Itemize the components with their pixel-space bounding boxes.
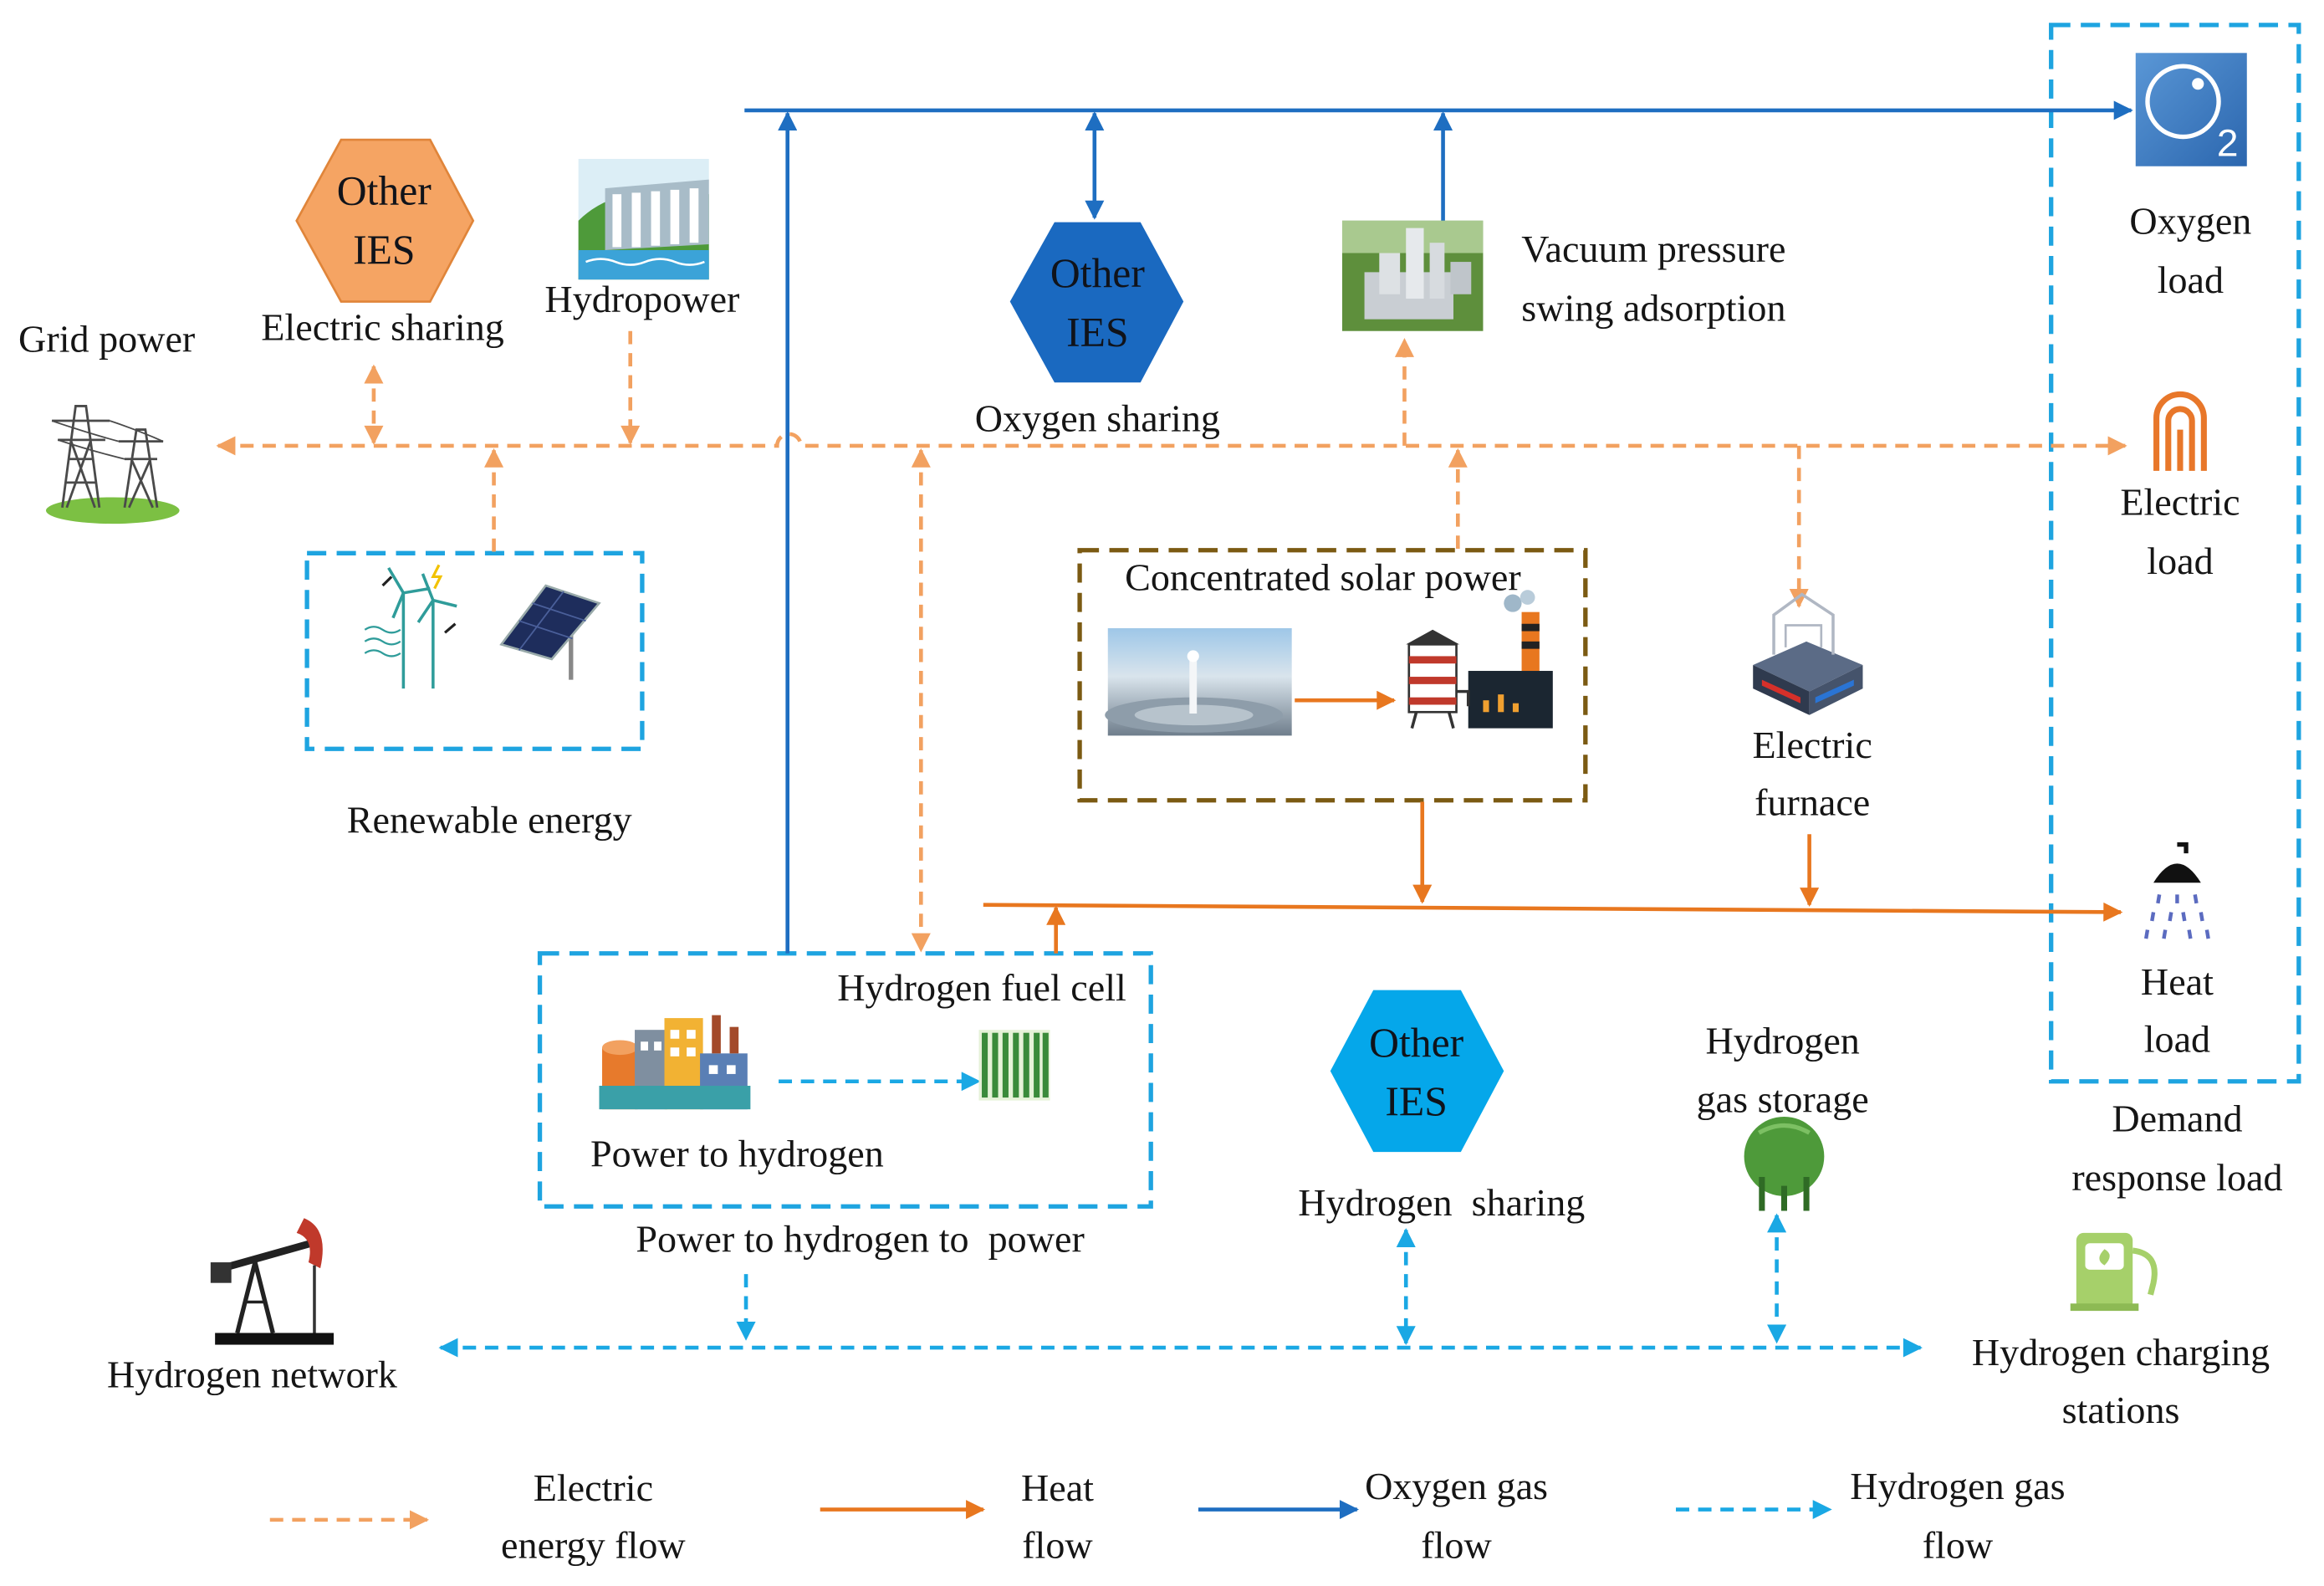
legend-item-heat: Heat flow <box>820 1466 1094 1567</box>
heat-bus-line <box>983 902 2123 922</box>
csp-label: Concentrated solar power <box>1125 555 1521 598</box>
power-block-icon <box>1406 590 1553 729</box>
dam-icon <box>578 158 709 280</box>
electric-furnace-label-line2: furnace <box>1754 781 1870 824</box>
hex-line-2: IES <box>1385 1078 1447 1124</box>
hydrogen-storage-label-line1: Hydrogen <box>1706 1019 1860 1062</box>
legend-label-line2: flow <box>1022 1524 1093 1567</box>
hex-line-2: IES <box>353 227 415 273</box>
furnace-icon <box>1753 592 1863 715</box>
pump-jack-icon <box>210 1218 335 1345</box>
wind-turbine-icon <box>364 564 457 689</box>
charging-station-icon <box>2070 1232 2158 1312</box>
power-to-hydrogen-to-power-box <box>537 951 1153 1209</box>
industrial-plant-icon <box>1341 220 1484 331</box>
legend-label-line2: flow <box>1421 1524 1492 1567</box>
oxygen-sharing-caption: Oxygen sharing <box>975 397 1220 440</box>
power-to-hydrogen-to-power-label: Power to hydrogen to power <box>636 1218 1084 1261</box>
heat-load-label-line1: Heat <box>2141 960 2214 1003</box>
oxygen-load-label-line2: load <box>2158 258 2224 301</box>
legend-label-line1: Oxygen gas <box>1365 1465 1548 1507</box>
filament-icon <box>2153 391 2207 471</box>
electric-bus-line <box>216 432 2127 456</box>
hydrogen-flows <box>438 1072 1923 1358</box>
demand-response-label-line1: Demand <box>2112 1097 2242 1140</box>
fuel-cell-stack-icon <box>978 1030 1050 1101</box>
legend-label-line2: energy flow <box>501 1524 686 1567</box>
legend-item-oxygen: Oxygen gas flow <box>1198 1465 1548 1567</box>
hydrogen-storage-label-line2: gas storage <box>1697 1078 1869 1121</box>
factory-icon <box>599 1015 751 1110</box>
hex-line-1: Other <box>1369 1020 1464 1066</box>
hydrogen-charging-label-line2: stations <box>2062 1389 2180 1431</box>
hexagon-orange <box>295 138 475 303</box>
storage-tank-icon <box>1744 1116 1825 1211</box>
legend-item-electric: Electric energy flow <box>269 1466 686 1567</box>
oxygen-load-label-line1: Oxygen <box>2129 200 2251 243</box>
hydrogen-sharing-caption: Hydrogen sharing <box>1298 1181 1585 1224</box>
hex-line-1: Other <box>337 168 432 214</box>
other-ies-oxygen-node: Other IES <box>1009 222 1184 383</box>
legend-item-hydrogen: Hydrogen gas flow <box>1676 1465 2066 1567</box>
electric-load-label-line2: load <box>2147 540 2213 582</box>
grid-power-label: Grid power <box>18 318 195 361</box>
hydrogen-charging-label-line1: Hydrogen charging <box>1972 1331 2270 1374</box>
oxygen-icon-subscript: 2 <box>2217 121 2239 165</box>
solar-field-icon <box>1105 628 1292 736</box>
concentrated-solar-power-box <box>1077 548 1588 803</box>
power-to-hydrogen-label: Power to hydrogen <box>590 1133 884 1175</box>
heat-load-label-line2: load <box>2144 1018 2210 1061</box>
fuel-cell-label: Hydrogen fuel cell <box>837 966 1126 1009</box>
vacuum-psa-label-line2: swing adsorption <box>1521 287 1785 330</box>
transmission-tower-icon <box>45 405 180 524</box>
legend: Electric energy flow Heat flow Oxygen ga… <box>269 1465 2066 1567</box>
hexagon-blue <box>1009 222 1184 383</box>
other-ies-hydrogen-node: Other IES <box>1330 990 1504 1153</box>
renewable-energy-box <box>304 550 645 751</box>
other-ies-electric-node: Other IES <box>295 138 475 303</box>
heat-flows <box>983 690 2123 954</box>
electric-load-label-line1: Electric <box>2120 481 2240 524</box>
hex-line-2: IES <box>1066 310 1128 356</box>
legend-label-line2: flow <box>1923 1524 1994 1567</box>
legend-label-line1: Hydrogen gas <box>1850 1465 2065 1507</box>
demand-response-load-box <box>2049 23 2301 1084</box>
legend-label-line1: Heat <box>1021 1466 1094 1509</box>
electric-furnace-label-line1: Electric <box>1753 724 1872 766</box>
hydrogen-network-label: Hydrogen network <box>107 1353 397 1396</box>
solar-panel-icon <box>499 584 601 680</box>
renewable-energy-label: Renewable energy <box>347 799 632 842</box>
vacuum-psa-label-line1: Vacuum pressure <box>1521 228 1785 270</box>
demand-response-label-line2: response load <box>2071 1156 2282 1199</box>
hydropower-label: Hydropower <box>544 278 739 320</box>
shower-icon <box>2143 842 2210 939</box>
oxygen-molecule-icon: 2 <box>2135 53 2247 166</box>
hexagon-cyan <box>1330 990 1504 1153</box>
oxygen-flows <box>744 100 2133 954</box>
legend-label-line1: Electric <box>534 1466 653 1509</box>
hex-line-1: Other <box>1050 250 1146 296</box>
electric-sharing-caption: Electric sharing <box>261 305 504 348</box>
